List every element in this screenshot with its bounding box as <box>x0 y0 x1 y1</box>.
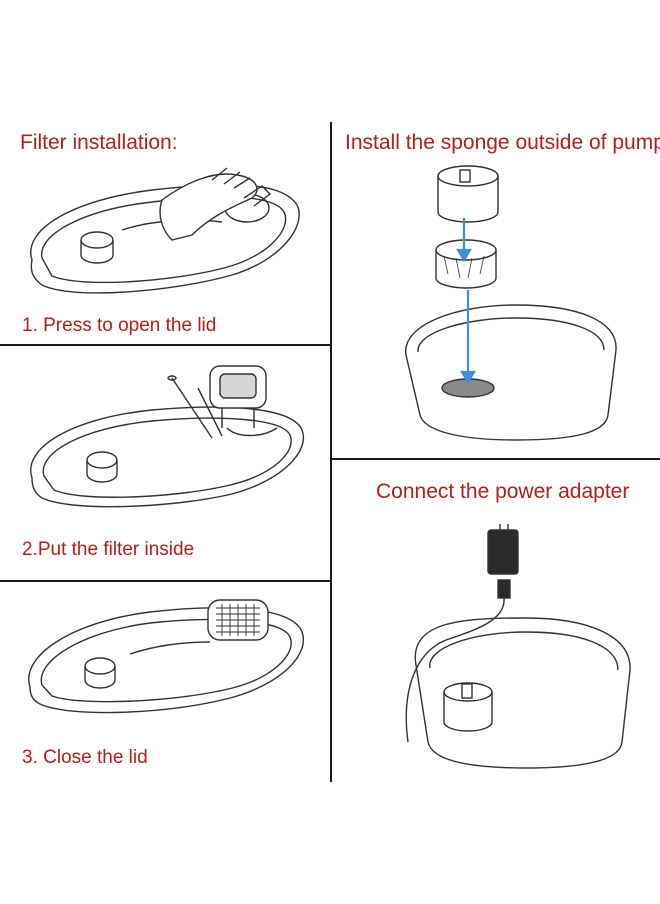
divider-right-1 <box>331 458 660 460</box>
filter-installation-heading: Filter installation: <box>20 131 178 154</box>
step-2-label: 2.Put the filter inside <box>22 539 195 560</box>
power-adapter-heading: Connect the power adapter <box>376 480 630 503</box>
vertical-divider <box>330 122 332 782</box>
step-3-label: 3. Close the lid <box>22 747 148 768</box>
sponge-heading: Install the sponge outside of pump <box>345 131 660 154</box>
divider-left-2 <box>0 580 331 582</box>
pump-sponge-icon <box>396 160 626 445</box>
hand-pressing-lid-icon <box>12 160 312 310</box>
step-1-label: 1. Press to open the lid <box>22 315 217 336</box>
divider-left-1 <box>0 344 331 346</box>
closed-lid-icon <box>20 592 310 732</box>
filter-insert-icon <box>22 358 312 518</box>
power-adapter-icon <box>396 520 636 780</box>
